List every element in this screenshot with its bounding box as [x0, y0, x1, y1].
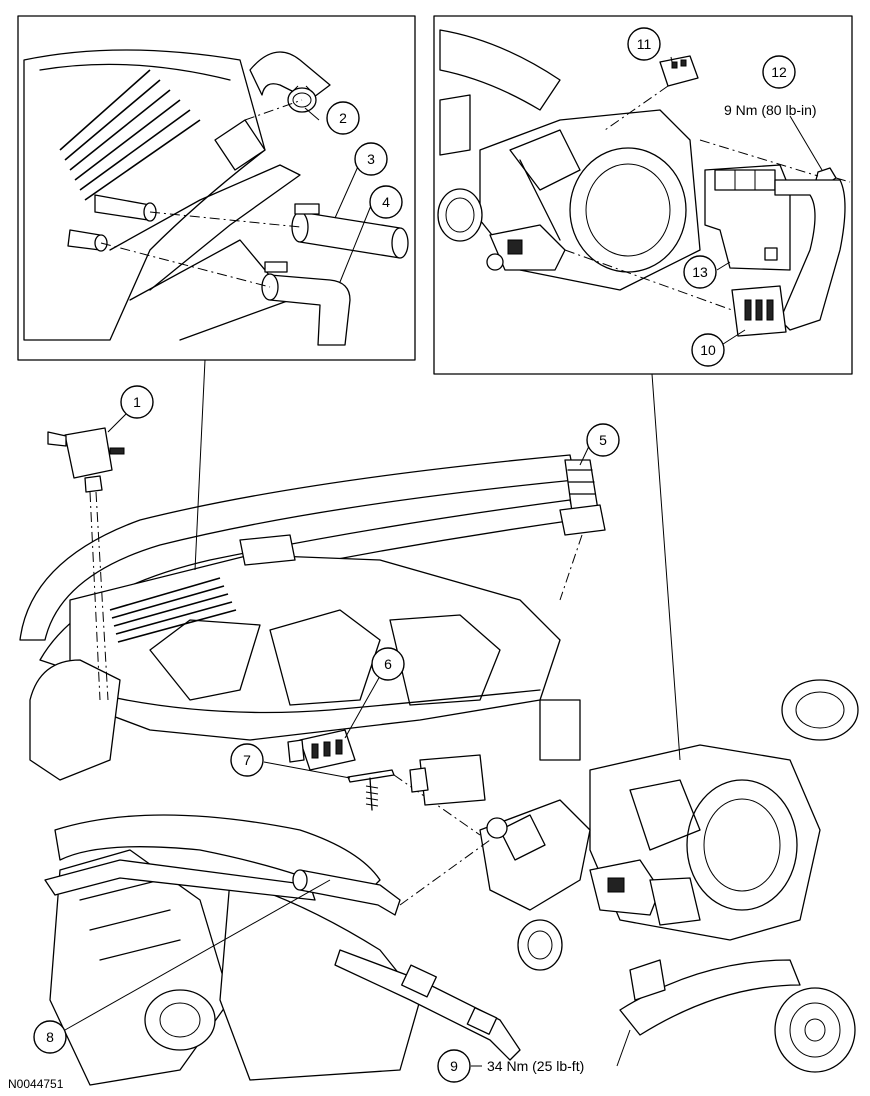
throttle-body	[589, 744, 821, 941]
part-8-hose	[292, 869, 401, 916]
callout-2: 2	[326, 101, 360, 135]
leader-lines	[64, 56, 823, 1067]
callout-12: 12	[762, 55, 796, 89]
callout-7: 7	[230, 743, 264, 777]
part-1-solenoid	[47, 427, 125, 493]
callout-10-label: 10	[700, 342, 716, 358]
callout-2-label: 2	[339, 110, 347, 126]
torque-spec-12: 9 Nm (80 lb-in)	[724, 102, 817, 118]
callout-8: 8	[33, 1020, 67, 1054]
inset-cover-fins	[59, 69, 201, 201]
part-6-connector	[287, 729, 356, 771]
callout-10: 10	[691, 333, 725, 367]
part-3-hose	[291, 203, 409, 259]
part-9-fuel-tube	[334, 949, 521, 1061]
callout-1-label: 1	[133, 394, 141, 410]
callout-9: 9	[437, 1049, 471, 1083]
callout-4-label: 4	[382, 194, 390, 210]
intake-manifold	[69, 554, 561, 741]
callout-3-label: 3	[367, 151, 375, 167]
inset-tps-sensor	[486, 224, 566, 271]
part-13-bracket	[704, 164, 791, 271]
callout-4: 4	[369, 185, 403, 219]
callout-3: 3	[354, 142, 388, 176]
egr-iac-assembly	[479, 699, 591, 971]
callout-7-label: 7	[243, 752, 251, 768]
callout-13: 13	[683, 255, 717, 289]
callout-11: 11	[627, 27, 661, 61]
torque-spec-9: 34 Nm (25 lb-ft)	[487, 1058, 584, 1074]
inset-left-detail	[17, 15, 416, 361]
part-4-hose-elbow	[261, 261, 351, 346]
callout-9-label: 9	[450, 1058, 458, 1074]
callout-5-label: 5	[599, 432, 607, 448]
part-7-pin	[347, 769, 395, 811]
inset-right-detail	[433, 15, 853, 375]
radiator-cap	[781, 679, 859, 741]
callout-13-label: 13	[692, 264, 708, 280]
accessory-pulley	[774, 987, 856, 1073]
part-10-connector	[731, 285, 787, 337]
main-engine-drawing	[19, 427, 859, 1086]
callout-6: 6	[371, 647, 405, 681]
inset-throttle-body	[437, 109, 701, 291]
callout-11-label: 11	[637, 36, 652, 52]
manifold-fins	[109, 577, 237, 643]
callout-12-label: 12	[771, 64, 787, 80]
figure-id: N0044751	[8, 1077, 64, 1091]
callout-5: 5	[586, 423, 620, 457]
callout-6-label: 6	[384, 656, 392, 672]
part-11-connector	[659, 55, 699, 87]
callout-8-label: 8	[46, 1029, 54, 1045]
callout-1: 1	[120, 385, 154, 419]
part-5-vacuum-fitting	[559, 459, 606, 536]
